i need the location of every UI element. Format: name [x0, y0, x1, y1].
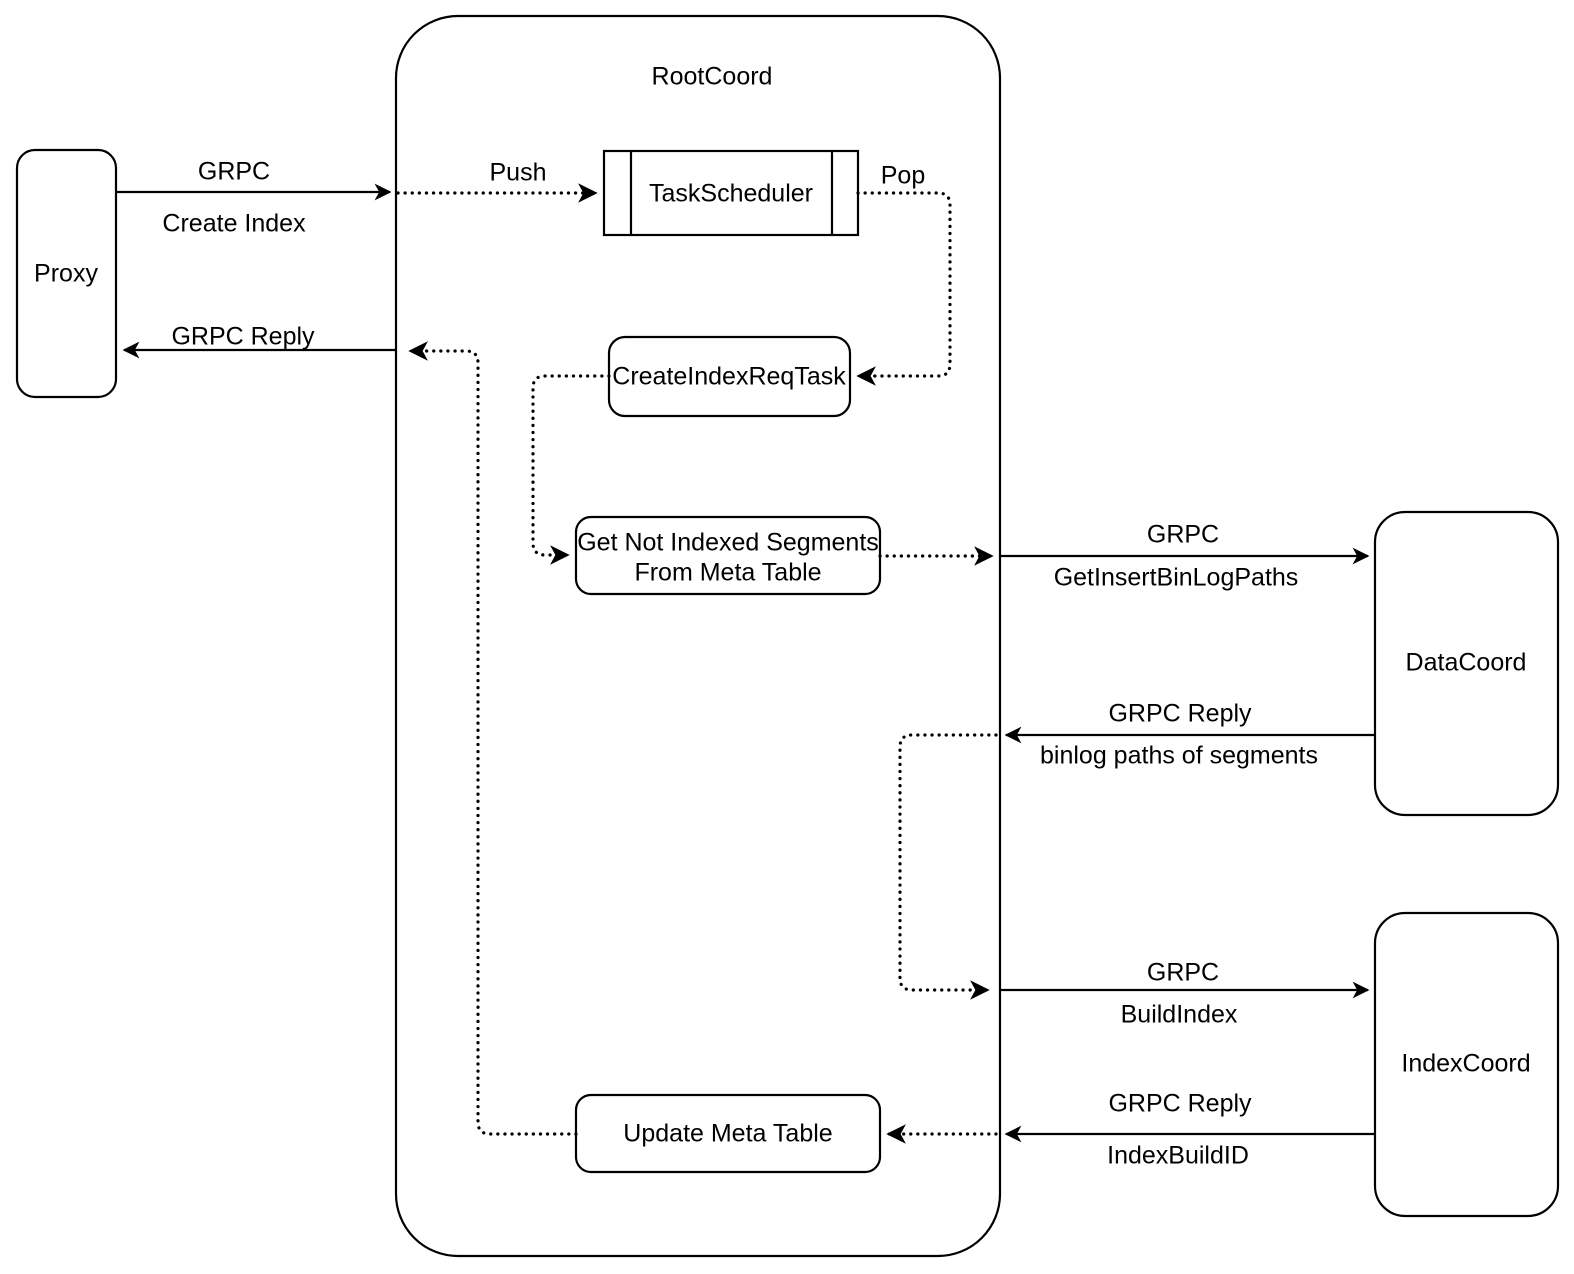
node-datacoord[interactable] — [1373, 510, 1560, 817]
edge-datacoord-reply-loop-to-buildindex — [898, 733, 998, 1000]
container-rootcoord — [394, 14, 1002, 1258]
edge-pop-to-createindexreqtask — [856, 191, 952, 386]
node-update-meta-table[interactable] — [574, 1093, 882, 1174]
node-createindexreqtask[interactable] — [607, 335, 852, 418]
node-indexcoord[interactable] — [1373, 911, 1560, 1218]
node-get-not-indexed-segments[interactable] — [574, 515, 882, 596]
node-taskscheduler[interactable] — [602, 149, 860, 237]
edge-update-meta-table-to-boundary — [408, 341, 578, 1136]
node-proxy[interactable] — [15, 148, 118, 399]
